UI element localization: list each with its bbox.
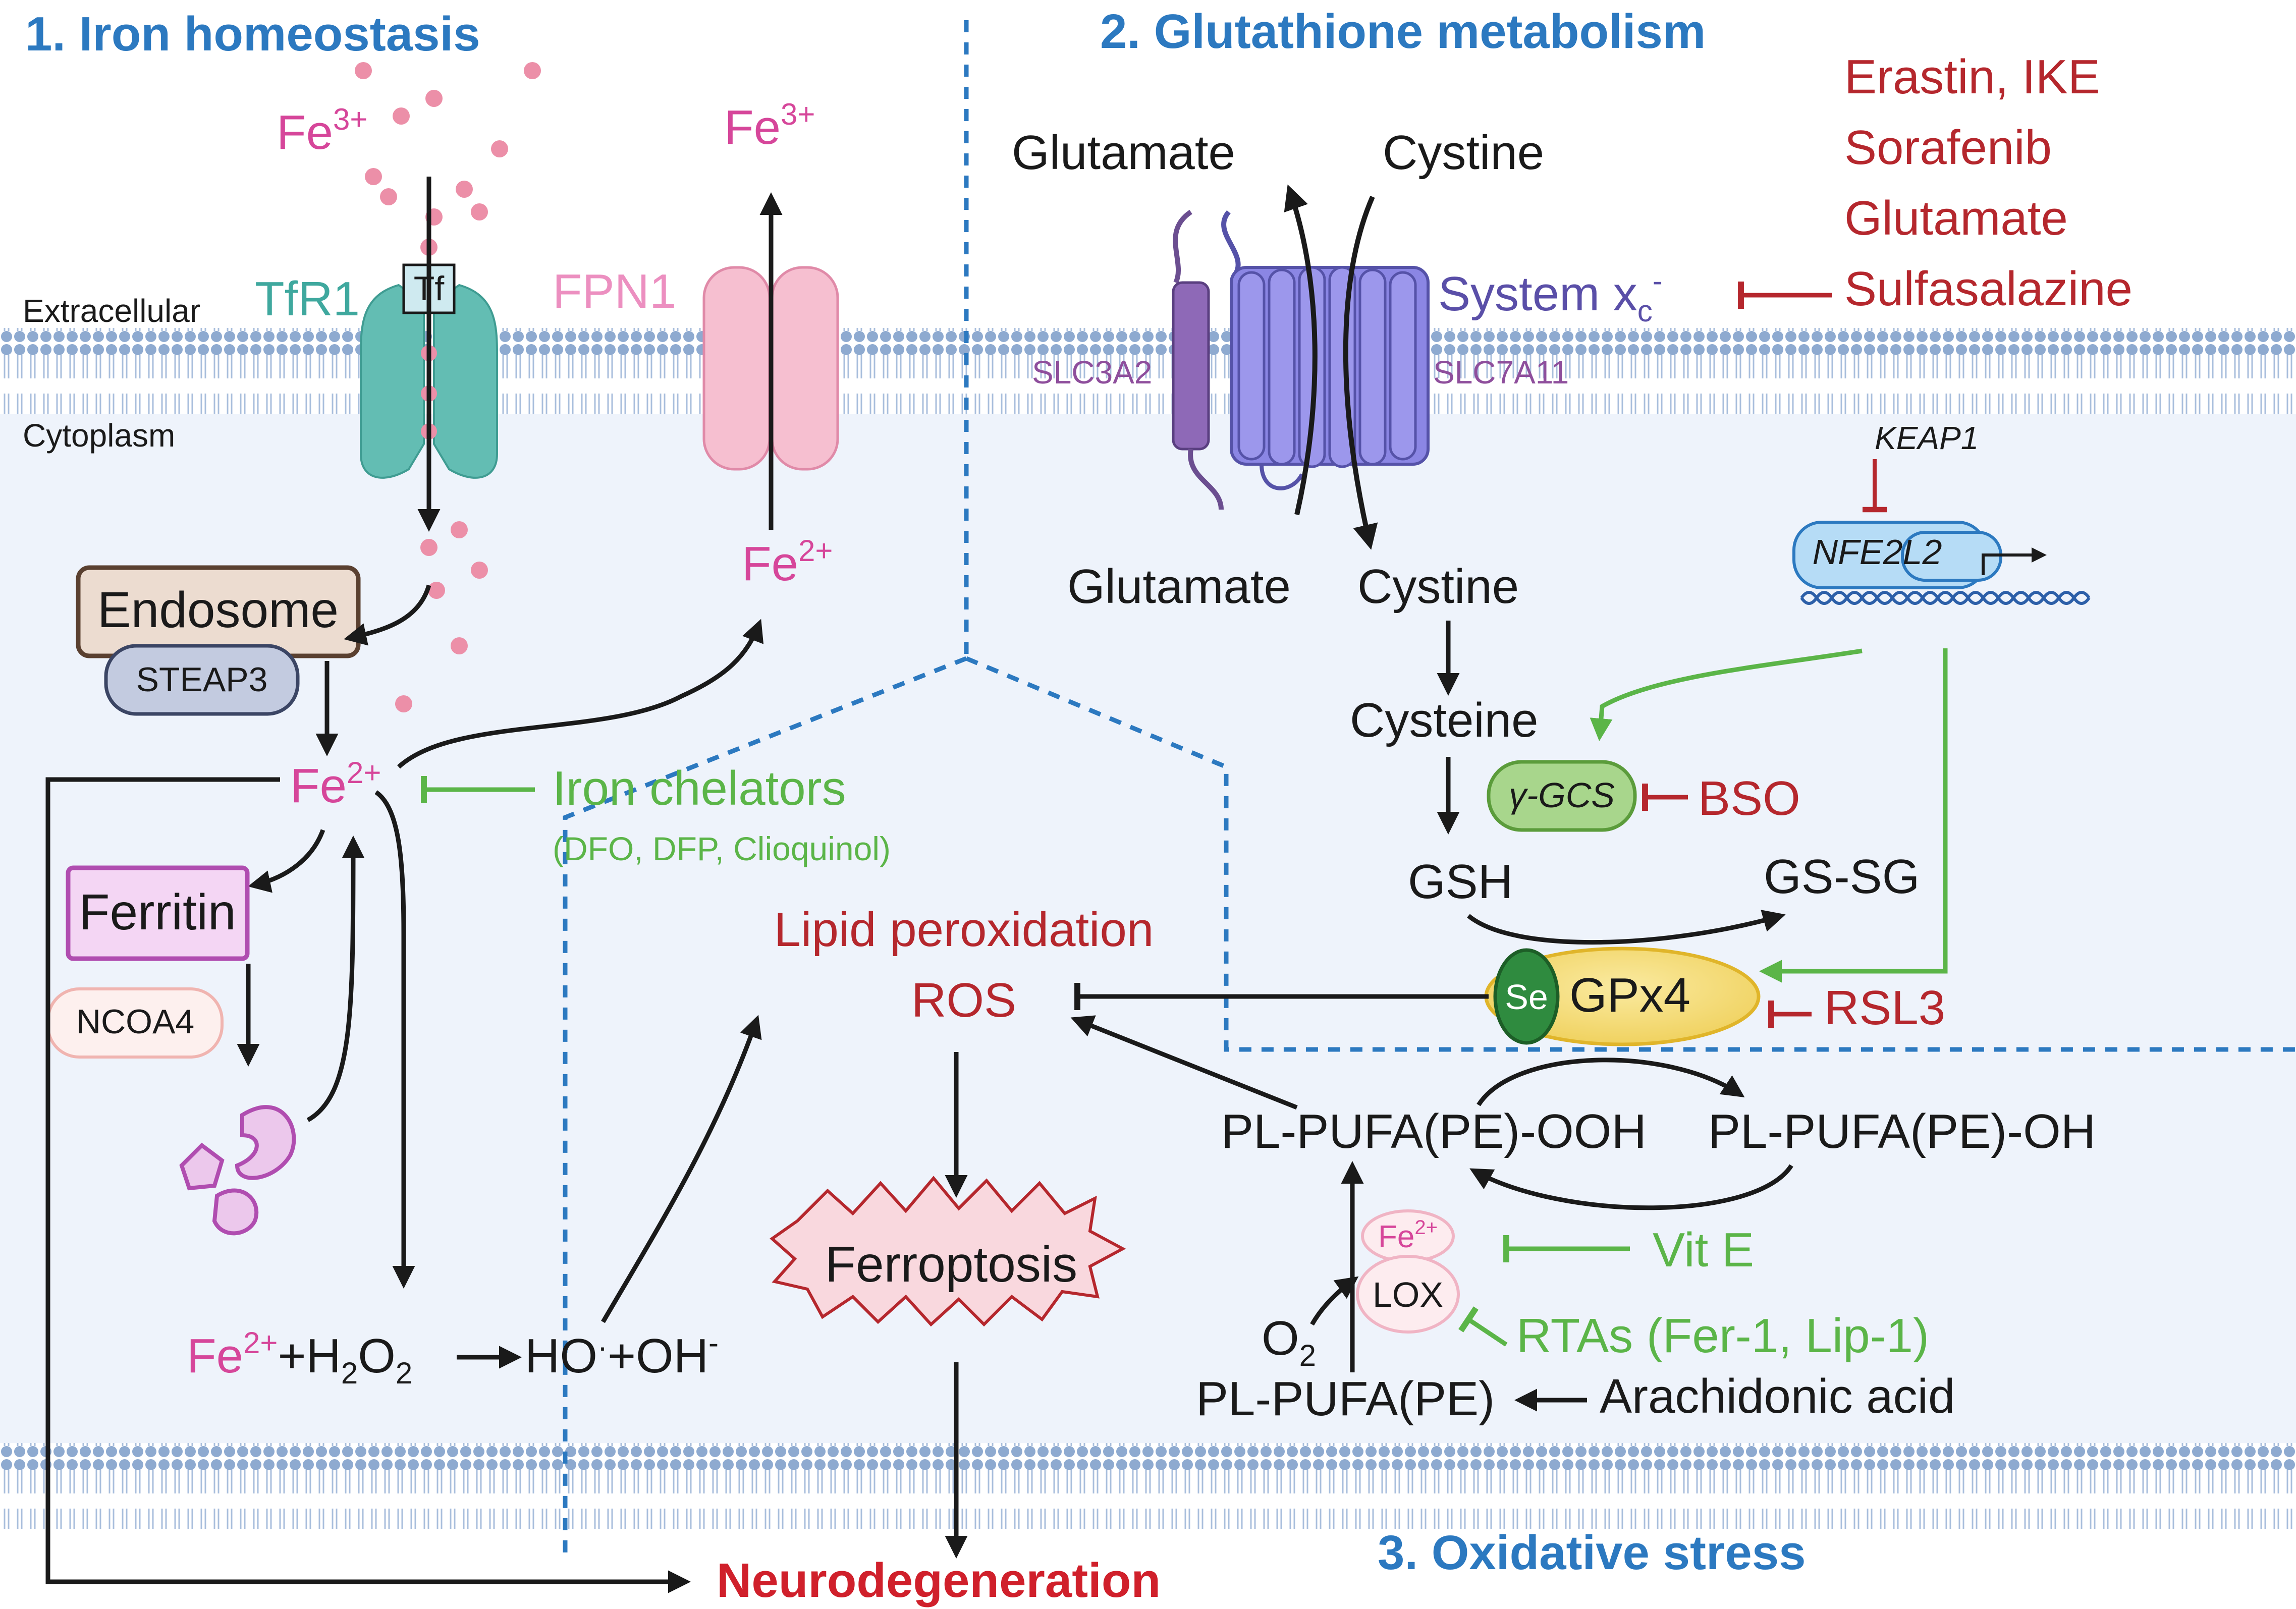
fpn1-label: FPN1 [553,264,676,318]
nfe2l2-to-ggcs-arrow [1590,648,1863,741]
rtas-inhibition [1458,1306,1508,1347]
gsh-to-gssg-arrow [1467,910,1786,945]
slc7a11-label: SLC7A11 [1433,354,1569,391]
hydroxyl-products: HO·+OH- [525,1326,719,1383]
cytoplasm-label: Cytoplasm [23,417,175,454]
steap3: STEAP3 [104,644,300,716]
ferritin: Ferritin [66,865,250,961]
gssg-label: GS-SG [1764,850,1920,904]
extracellular-label: Extracellular [23,293,200,329]
svg-text:Se: Se [1505,977,1548,1017]
oh-to-ooh-return-arrow [1469,1164,1793,1210]
iron-chelators-label: Iron chelators [553,761,846,815]
tfr1-label: TfR1 [255,272,360,326]
plasma-membrane-bottom [0,1443,2296,1529]
iron-to-neurodegeneration-arrow [45,777,691,1593]
section-title-oxidative: 3. Oxidative stress [1378,1526,1806,1580]
iron-chelators-list: (DFO, DFP, Clioquinol) [553,830,891,867]
svg-text:GPx4: GPx4 [1569,968,1690,1022]
fe2-labile-pool-label: Fe2+ [290,756,381,813]
section-title-iron: 1. Iron homeostasis [25,7,480,61]
section-dividers [563,20,2296,1559]
fe3-exported-label: Fe3+ [724,97,815,154]
glutamate-top-label: Glutamate [1012,126,1235,180]
svg-text:Erastin, IKE: Erastin, IKE [1844,50,2100,104]
svg-text:Ferritin: Ferritin [79,884,236,940]
o2-to-lox-arrow [1310,1276,1359,1326]
rtas-label: RTAs (Fer-1, Lip-1) [1516,1309,1929,1363]
hydroxyl-to-ros-arrow [601,1015,762,1323]
svg-text:Fe2+: Fe2+ [1378,1216,1438,1254]
rsl3-label: RSL3 [1824,981,1945,1035]
slc3a2-label: SLC3A2 [1032,354,1152,391]
lox-enzyme: LOX [1356,1255,1460,1334]
cysteine-label: Cysteine [1350,693,1539,747]
arachidonic-acid-label: Arachidonic acid [1600,1369,1955,1423]
pl-pufa-label: PL-PUFA(PE) [1196,1372,1495,1426]
ooh-to-ros-arrow [1070,1015,1298,1110]
ferritin-release-arrow [306,836,365,1122]
ooh-to-oh-arrow [1477,1058,1745,1106]
lipid-peroxidation-label: Lipid peroxidation [774,903,1154,957]
fe3-extracellular-label: Fe3+ [277,102,367,159]
svg-text:Endosome: Endosome [97,582,339,638]
fe2-fpn-label: Fe2+ [742,534,833,591]
svg-text:Sorafenib: Sorafenib [1844,121,2052,175]
system-xc-inhibitors: Erastin, IKE Sorafenib Glutamate Sulfasa… [1844,50,2133,316]
svg-text:Glutamate: Glutamate [1844,191,2068,245]
keap1-label: KEAP1 [1875,420,1979,456]
glutamate-export-arrow [1284,184,1318,516]
svg-text:Ferroptosis: Ferroptosis [825,1236,1077,1293]
cystine-bottom-label: Cystine [1357,560,1519,614]
nfe2l2-gene: NFE2L2 [1792,521,2091,605]
svg-text:STEAP3: STEAP3 [136,660,268,699]
svg-text:LOX: LOX [1373,1275,1443,1314]
bso-label: BSO [1698,771,1800,825]
system-xc-label: System xc- [1438,264,1663,328]
ncoa4: NCOA4 [46,987,224,1059]
fe2-to-ferritin-arrow [248,829,325,893]
ferroptosis-burst: Ferroptosis [770,1176,1126,1327]
endosome-arrow [344,584,431,646]
fpn1-transporter [702,266,839,471]
o2-label: O2 [1262,1311,1316,1372]
section-title-glutathione: 2. Glutathione metabolism [1100,5,1706,59]
nfe2l2-to-gpx4-arrow [1759,648,1948,983]
cystine-import-arrow [1343,195,1378,550]
pl-pufa-ooh-label: PL-PUFA(PE)-OOH [1221,1104,1647,1158]
vit-e-label: Vit E [1653,1223,1754,1277]
fe3-particles [355,62,541,712]
svg-text:NCOA4: NCOA4 [76,1003,194,1041]
svg-text:γ-GCS: γ-GCS [1509,775,1615,815]
ferritinophagy-fragments [179,1105,296,1236]
fenton-reaction: Fe2++H2O2 [187,1326,412,1390]
neurodegeneration-label: Neurodegeneration [717,1553,1161,1607]
glutamate-bottom-label: Glutamate [1067,560,1291,614]
svg-text:Sulfasalazine: Sulfasalazine [1844,262,2133,316]
svg-text:NFE2L2: NFE2L2 [1813,532,1942,572]
fe2-to-fpn-arrow [397,619,764,769]
gsh-label: GSH [1408,855,1513,909]
endosome: Endosome [76,565,361,658]
gpx4-enzyme: Se GPx4 [1484,947,1761,1046]
fe2-lox-cofactor: Fe2+ [1361,1209,1455,1263]
fe2-to-fenton-arrow [374,790,415,1289]
gamma-gcs: γ-GCS [1487,760,1637,832]
slc3a2 [1172,209,1224,510]
ros-label: ROS [911,973,1016,1027]
pl-pufa-oh-label: PL-PUFA(PE)-OH [1708,1104,2096,1158]
cystine-top-label: Cystine [1383,126,1544,180]
